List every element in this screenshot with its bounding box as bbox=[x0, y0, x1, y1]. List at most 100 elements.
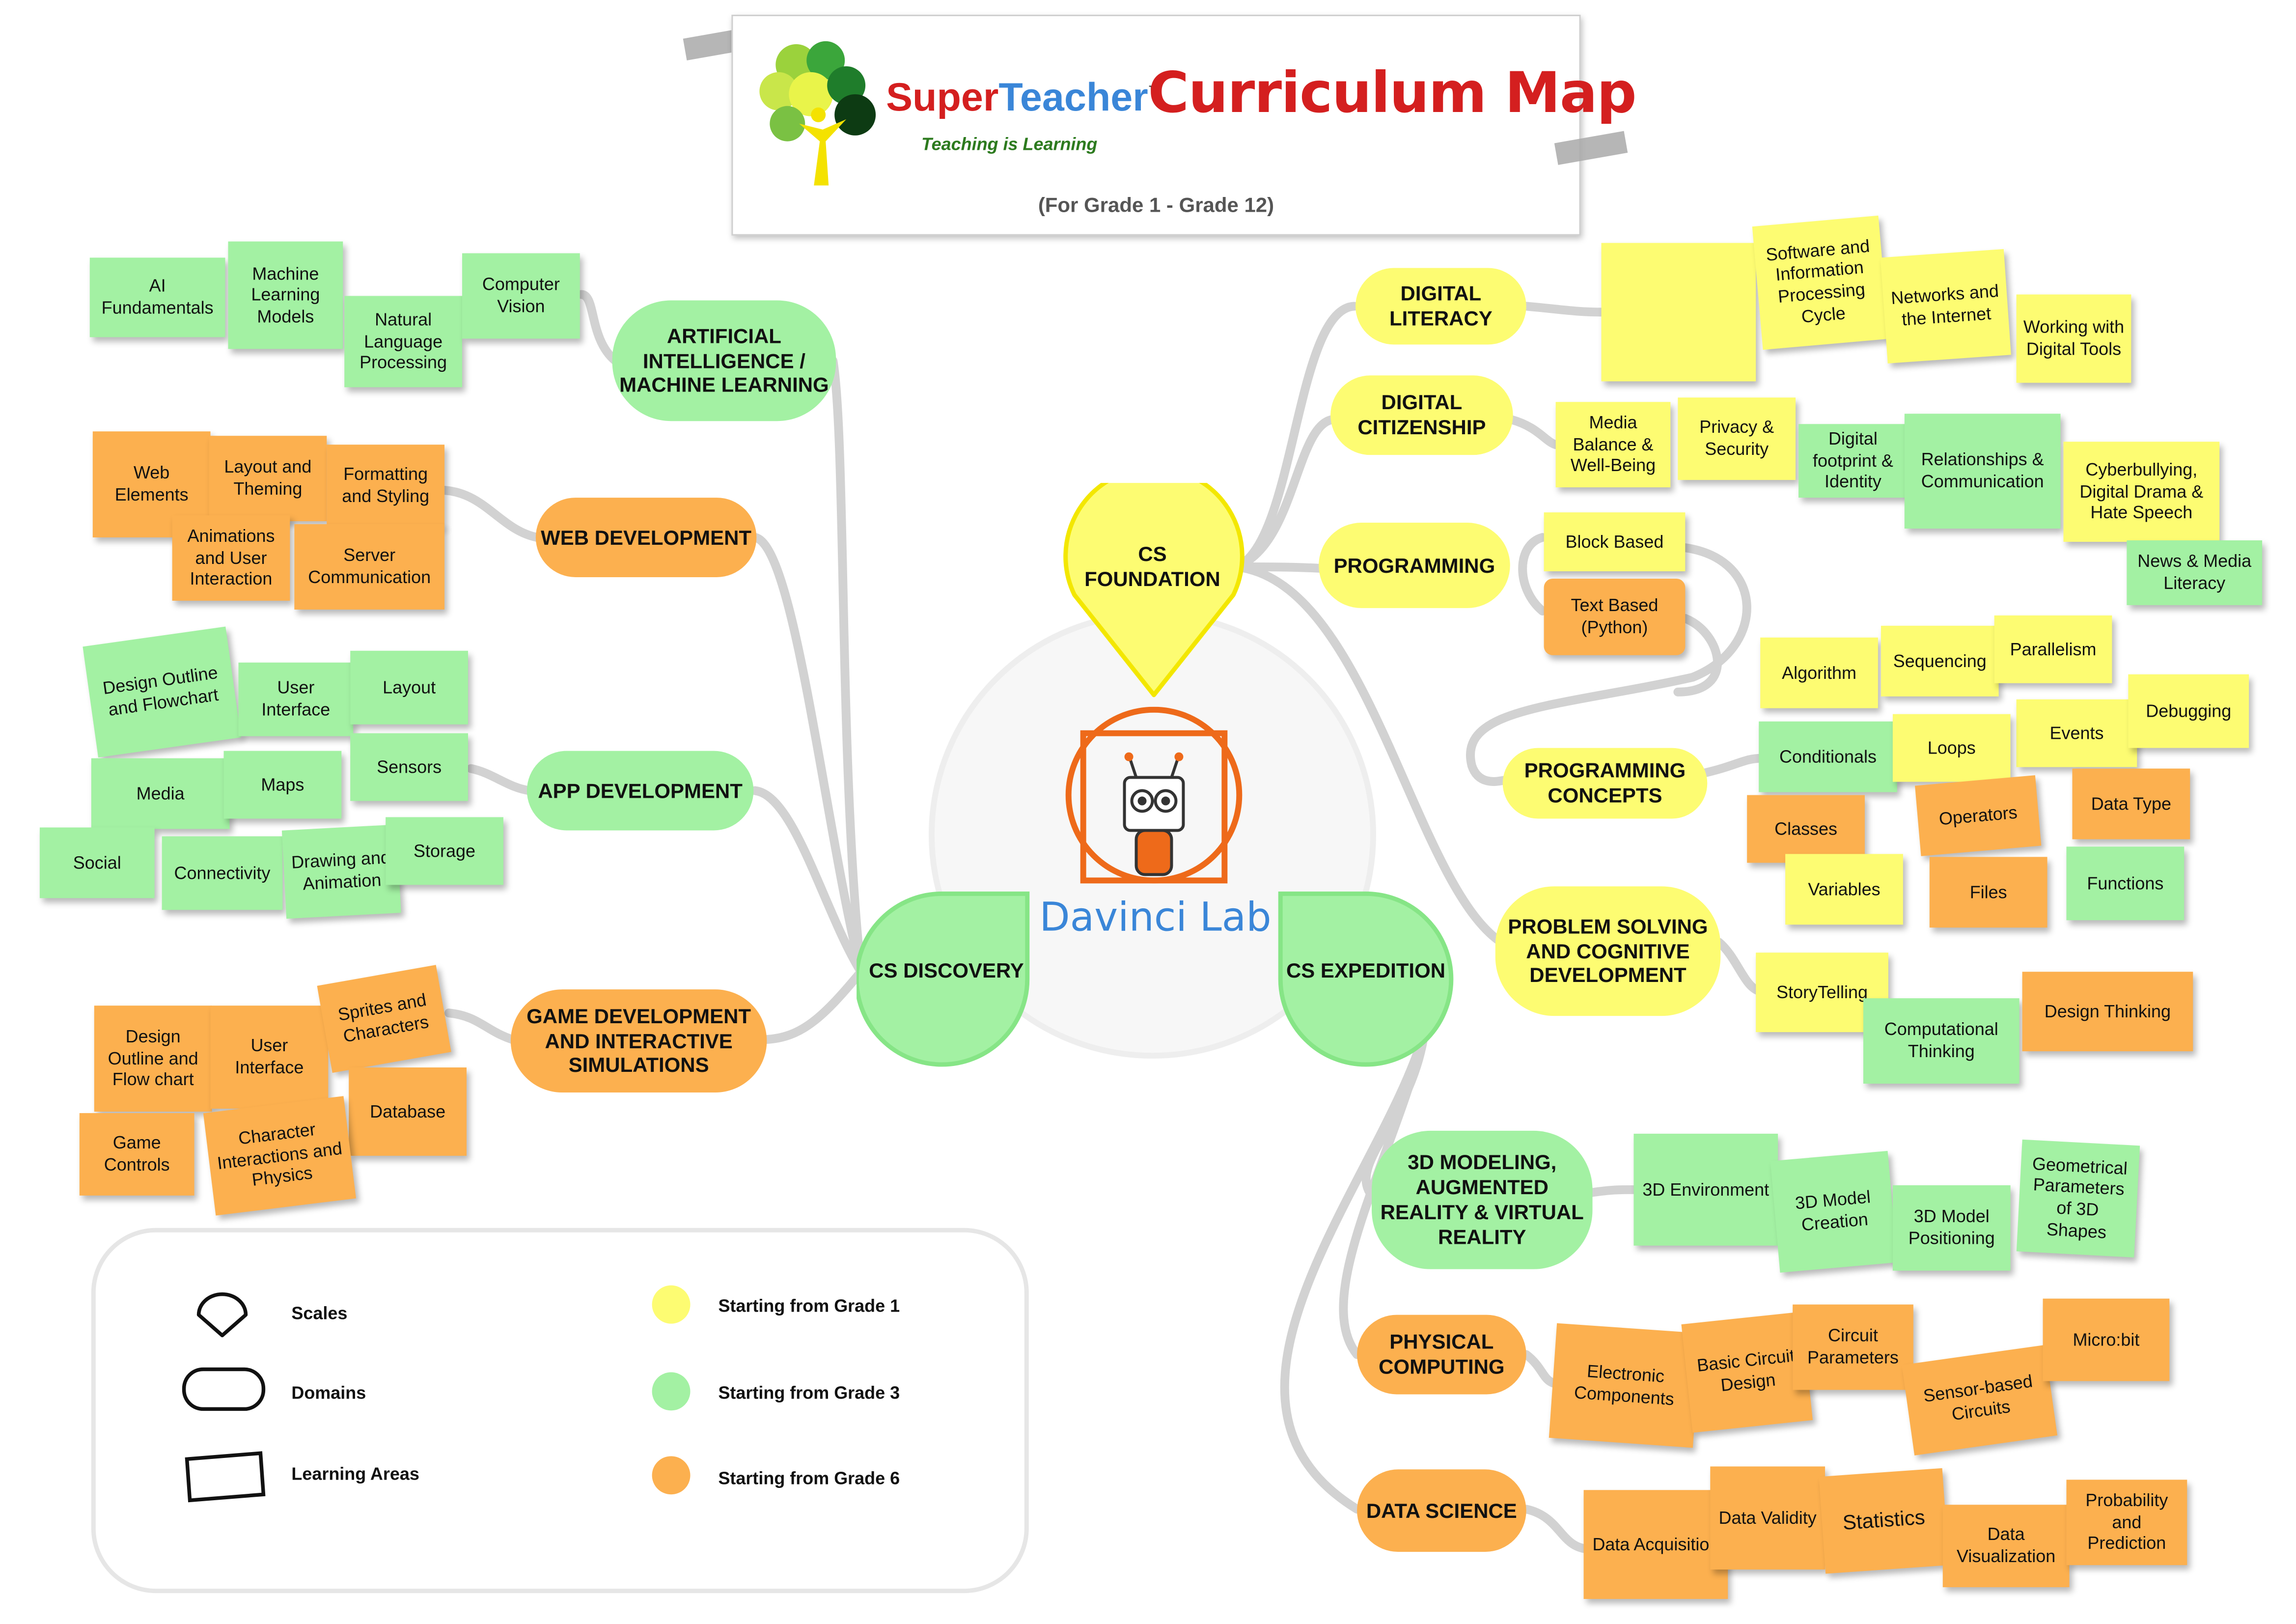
area-sensors: Sensors bbox=[350, 733, 468, 801]
legend-grade1-label: Starting from Grade 1 bbox=[718, 1295, 900, 1316]
area-algorithm: Algorithm bbox=[1760, 637, 1878, 708]
domain-3d-modeling: 3D MODELING, AUGMENTED REALITY & VIRTUAL… bbox=[1372, 1130, 1593, 1269]
area-ai-fundamentals: AI Fundamentals bbox=[89, 257, 225, 337]
area-loops: Loops bbox=[1892, 714, 2011, 782]
cs-discovery-shape bbox=[857, 891, 1030, 1067]
cs-expedition-label: CS EXPEDITION bbox=[1286, 958, 1446, 982]
learning-area-shape-icon bbox=[185, 1451, 266, 1503]
domain-digital-literacy: DIGITAL LITERACY bbox=[1355, 268, 1526, 345]
area-text-based: Text Based (Python) bbox=[1544, 578, 1686, 655]
domain-data-science: DATA SCIENCE bbox=[1357, 1469, 1526, 1552]
area-animations-ui: Animations and User Interaction bbox=[172, 515, 290, 601]
area-computer-vision: Computer Vision bbox=[462, 253, 580, 339]
area-server-communication: Server Communication bbox=[294, 524, 445, 610]
area-media-balance: Media Balance & Well-Being bbox=[1555, 402, 1671, 488]
area-sequencing: Sequencing bbox=[1881, 625, 1999, 697]
area-microbit: Micro:bit bbox=[2043, 1298, 2170, 1381]
area-design-outline-flowchart: Design Outline and Flowchart bbox=[83, 626, 241, 757]
domain-problem-solving: PROBLEM SOLVING AND COGNITIVE DEVELOPMEN… bbox=[1495, 886, 1721, 1016]
domain-web-development: WEB DEVELOPMENT bbox=[535, 498, 757, 577]
cs-foundation-label: CS FOUNDATION bbox=[1084, 541, 1220, 590]
area-maps: Maps bbox=[223, 751, 342, 819]
area-storage: Storage bbox=[386, 817, 503, 885]
area-formatting-styling: Formatting and Styling bbox=[327, 445, 445, 528]
area-block-based: Block Based bbox=[1544, 512, 1686, 571]
area-conditionals: Conditionals bbox=[1759, 721, 1897, 792]
area-news-literacy: News & Media Literacy bbox=[2127, 540, 2263, 605]
area-statistics: Statistics bbox=[1819, 1468, 1949, 1574]
cs-discovery-label: CS DISCOVERY bbox=[869, 958, 1024, 982]
area-digital-footprint: Digital footprint & Identity bbox=[1798, 424, 1908, 498]
brand-teacher: Teacher bbox=[998, 75, 1148, 119]
domain-digital-citizenship: DIGITAL CITIZENSHIP bbox=[1330, 375, 1513, 455]
domain-ai-ml: ARTIFICIAL INTELLIGENCE / MACHINE LEARNI… bbox=[612, 300, 836, 421]
legend-learning-areas-label: Learning Areas bbox=[291, 1463, 419, 1484]
area-character-physics: Character Interactions and Physics bbox=[203, 1096, 356, 1216]
domain-programming-concepts: PROGRAMMING CONCEPTS bbox=[1502, 748, 1708, 819]
brand-tm: ™ bbox=[1148, 84, 1163, 100]
area-data-acquisition: Data Acquisition bbox=[1583, 1490, 1728, 1599]
area-classes: Classes bbox=[1747, 795, 1865, 863]
area-events: Events bbox=[2016, 699, 2137, 767]
area-software-info-cycle: Software and Information Processing Cycl… bbox=[1752, 215, 1889, 350]
area-cyberbullying: Cyberbullying, Digital Drama & Hate Spee… bbox=[2063, 442, 2220, 542]
area-nlp: Natural Language Processing bbox=[344, 296, 462, 388]
cs-expedition-shape bbox=[1278, 891, 1454, 1067]
legend-panel: Scales Domains Learning Areas Starting f… bbox=[91, 1228, 1029, 1594]
area-relationships: Relationships & Communication bbox=[1904, 414, 2061, 529]
area-computational-thinking: Computational Thinking bbox=[1863, 998, 2019, 1084]
area-3d-model-positioning: 3D Model Positioning bbox=[1892, 1185, 2011, 1271]
area-design-outline-flow-chart: Design Outline and Flow chart bbox=[94, 1006, 212, 1112]
area-working-digital-tools: Working with Digital Tools bbox=[2016, 294, 2131, 383]
davinci-robot-logo-icon bbox=[1065, 706, 1243, 884]
domain-game-development: GAME DEVELOPMENT AND INTERACTIVE SIMULAT… bbox=[510, 989, 767, 1092]
cs-foundation-shape bbox=[1063, 483, 1245, 698]
legend-grade3-label: Starting from Grade 3 bbox=[718, 1382, 900, 1403]
brand-super: Super bbox=[886, 75, 999, 119]
legend-grade6-label: Starting from Grade 6 bbox=[718, 1468, 900, 1489]
area-networks-internet: Networks and the Internet bbox=[1880, 249, 2011, 364]
area-privacy-security: Privacy & Security bbox=[1678, 397, 1796, 480]
area-social: Social bbox=[39, 827, 155, 898]
grade1-yellow-dot bbox=[652, 1285, 691, 1324]
area-data-type: Data Type bbox=[2072, 768, 2190, 840]
area-debugging: Debugging bbox=[2128, 674, 2249, 748]
area-3d-model-creation: 3D Model Creation bbox=[1770, 1150, 1898, 1273]
area-connectivity: Connectivity bbox=[162, 836, 283, 910]
area-circuit-parameters: Circuit Parameters bbox=[1793, 1304, 1913, 1390]
area-layout-theming: Layout and Theming bbox=[209, 436, 327, 522]
scale-shape-icon bbox=[196, 1292, 248, 1338]
area-variables: Variables bbox=[1785, 854, 1903, 925]
area-user-interface-app: User Interface bbox=[238, 662, 354, 736]
legend-scales-label: Scales bbox=[291, 1303, 348, 1324]
grade3-green-dot bbox=[652, 1372, 691, 1411]
domain-app-development: APP DEVELOPMENT bbox=[526, 751, 754, 831]
page-title: Curriculum Map bbox=[1148, 60, 1637, 125]
area-files: Files bbox=[1929, 857, 2047, 928]
area-parallelism: Parallelism bbox=[1994, 615, 2112, 683]
tagline: Teaching is Learning bbox=[921, 134, 1098, 155]
area-electronic-components: Electronic Components bbox=[1549, 1323, 1701, 1448]
area-geometric-parameters: Geometrical Parameters of 3D Shapes bbox=[2016, 1139, 2140, 1258]
area-probability-prediction: Probability and Prediction bbox=[2066, 1480, 2187, 1566]
legend-domains-label: Domains bbox=[291, 1382, 366, 1403]
page-subtitle: (For Grade 1 - Grade 12) bbox=[1038, 193, 1274, 217]
area-ml-models: Machine Learning Models bbox=[228, 241, 343, 349]
domain-physical-computing: PHYSICAL COMPUTING bbox=[1357, 1315, 1526, 1395]
area-operators: Operators bbox=[1915, 775, 2042, 856]
title-card: SuperTeacher™ Teaching is Learning Curri… bbox=[731, 14, 1637, 236]
tree-logo-icon bbox=[759, 41, 876, 186]
area-media: Media bbox=[91, 758, 230, 829]
domain-programming: PROGRAMMING bbox=[1319, 523, 1510, 608]
area-user-interface-game: User Interface bbox=[210, 1006, 329, 1109]
area-drawing-animation: Drawing and Animation bbox=[281, 824, 401, 919]
area-blank-sticky bbox=[1601, 243, 1756, 382]
area-data-visualization: Data Visualization bbox=[1942, 1505, 2070, 1588]
area-design-thinking: Design Thinking bbox=[2022, 972, 2193, 1052]
domain-shape-icon bbox=[182, 1367, 266, 1411]
grade6-orange-dot bbox=[652, 1456, 691, 1495]
area-data-validity: Data Validity bbox=[1710, 1466, 1826, 1570]
davinci-lab-title: Davinci Lab bbox=[1039, 895, 1272, 941]
area-layout-app: Layout bbox=[350, 650, 468, 725]
